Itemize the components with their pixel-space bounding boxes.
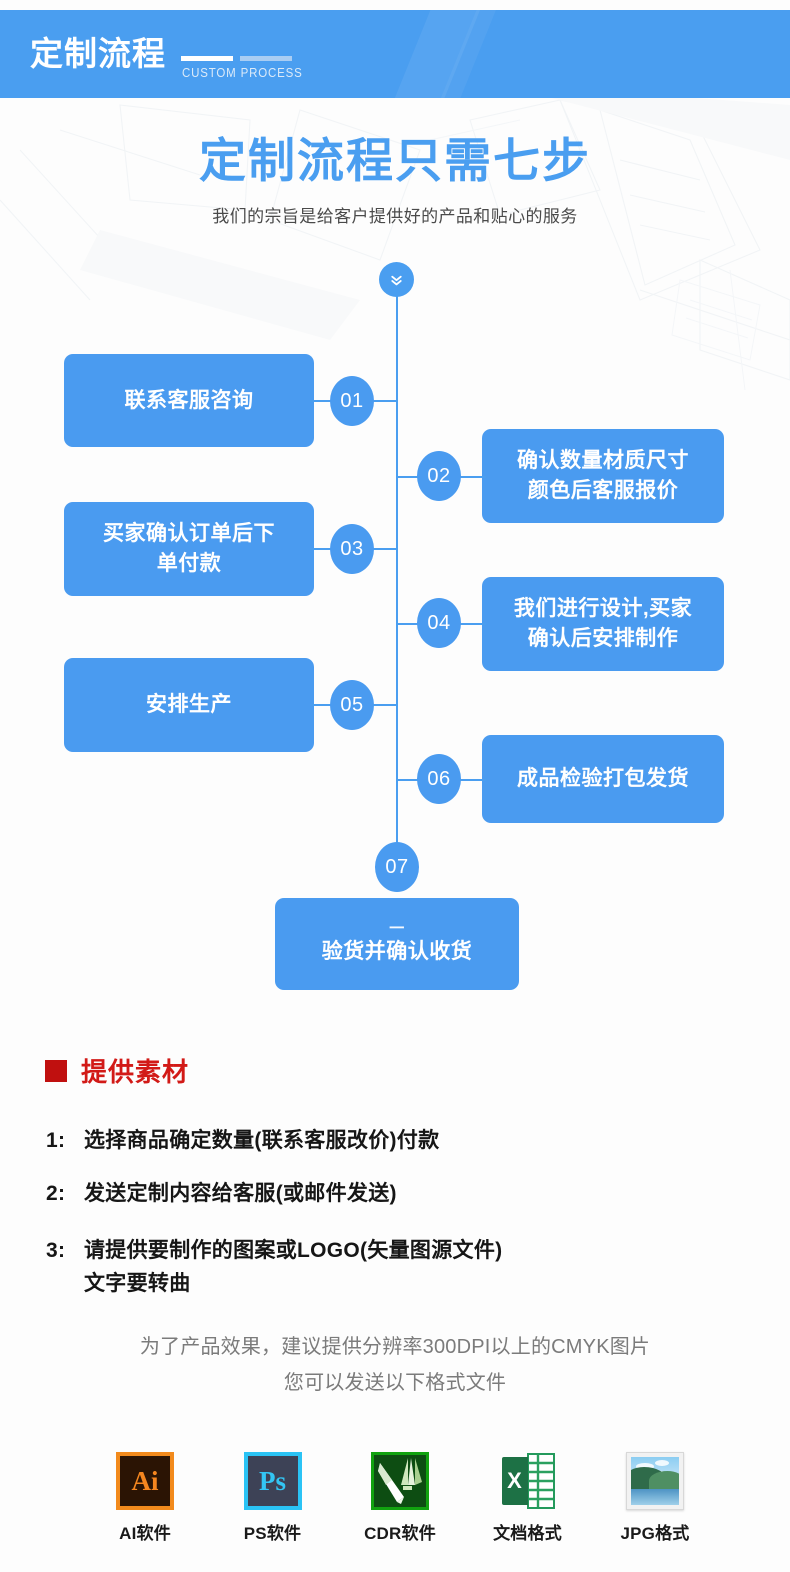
materials-item-3-text-line2: 文字要转曲 [84, 1272, 191, 1295]
flow-number-06: 06 [417, 754, 461, 804]
materials-note-line2: 您可以发送以下格式文件 [283, 1372, 507, 1394]
photoshop-icon-glyph: Ps [247, 1456, 298, 1506]
format-label-ai: AI软件 [119, 1524, 171, 1543]
flow-box-03: 买家确认订单后下 单付款 [64, 502, 314, 596]
format-label-jpg: JPG格式 [620, 1524, 690, 1543]
flow-spine [396, 292, 398, 867]
page-title: 定制流程只需七步 [199, 134, 591, 187]
flow-number-05-label: 05 [340, 693, 364, 716]
flow-number-01-label: 01 [340, 389, 364, 412]
format-label-ps: PS软件 [243, 1524, 302, 1543]
flow-box-07-line1: 一 [389, 920, 405, 937]
format-cell-ps[interactable]: Ps PS软件 [223, 1452, 323, 1544]
flow-box-06: 成品检验打包发货 [482, 735, 724, 823]
flow-box-04-line1: 我们进行设计,买家 [513, 597, 693, 620]
flow-box-07-line2: 验货并确认收货 [321, 940, 473, 963]
banner-subtitle: CUSTOM PROCESS [182, 66, 303, 80]
materials-item-1: 1: 选择商品确定数量(联系客服改价)付款 [46, 1124, 439, 1157]
flow-number-03: 03 [330, 524, 374, 574]
format-cell-cdr[interactable]: CDR软件 [350, 1452, 450, 1544]
materials-note-line1: 为了产品效果，建议提供分辨率300DPI以上的CMYK图片 [139, 1336, 651, 1358]
flow-box-01: 联系客服咨询 [64, 354, 314, 447]
flow-number-04: 04 [417, 598, 461, 648]
materials-heading: 提供素材 [45, 1052, 189, 1089]
flow-box-06-text: 成品检验打包发货 [517, 767, 689, 790]
materials-item-1-text: 选择商品确定数量(联系客服改价)付款 [84, 1129, 440, 1152]
flow-number-02-label: 02 [427, 464, 451, 487]
flow-box-05-text: 安排生产 [146, 693, 232, 716]
format-cell-doc[interactable]: X 文档格式 [478, 1452, 578, 1544]
double-chevron-down-icon [379, 262, 414, 297]
flow-number-03-label: 03 [340, 537, 364, 560]
flow-number-06-label: 06 [427, 767, 451, 790]
materials-item-2: 2: 发送定制内容给客服(或邮件发送) [46, 1177, 397, 1210]
format-cell-jpg[interactable]: JPG格式 [605, 1452, 705, 1544]
format-label-doc: 文档格式 [493, 1524, 562, 1543]
page-banner: 定制流程 CUSTOM PROCESS [0, 10, 790, 98]
page-subtitle: 我们的宗旨是给客户提供好的产品和贴心的服务 [212, 207, 578, 226]
flow-number-07-label: 07 [385, 855, 409, 878]
flow-box-05: 安排生产 [64, 658, 314, 752]
materials-heading-label: 提供素材 [81, 1057, 190, 1087]
jpg-photo-icon [626, 1452, 684, 1510]
materials-item-2-text: 发送定制内容给客服(或邮件发送) [84, 1182, 397, 1205]
flow-box-02-line2: 颜色后客服报价 [527, 479, 679, 502]
materials-item-2-index: 2: [46, 1182, 66, 1205]
coreldraw-icon [371, 1452, 429, 1510]
flow-number-05: 05 [330, 680, 374, 730]
banner-rule-white [181, 56, 233, 61]
materials-item-3-text: 请提供要制作的图案或LOGO(矢量图源文件) [84, 1239, 503, 1262]
supported-formats-row: Ai AI软件 Ps PS软件 [95, 1452, 705, 1544]
process-flowchart: 联系客服咨询 01 确认数量材质尺寸 颜色后客服报价 02 买家确认订单后下 单… [64, 262, 724, 990]
flow-box-03-line2: 单付款 [156, 552, 222, 575]
banner-title: 定制流程 [30, 35, 166, 72]
flow-box-04-line2: 确认后安排制作 [527, 627, 679, 650]
flow-box-02-line1: 确认数量材质尺寸 [517, 449, 689, 472]
flow-box-07: 一 验货并确认收货 [275, 898, 519, 990]
excel-icon: X [499, 1452, 557, 1510]
flow-number-01: 01 [330, 376, 374, 426]
red-square-bullet-icon [45, 1059, 67, 1082]
materials-item-3-index: 3: [46, 1239, 66, 1262]
photoshop-icon: Ps [243, 1452, 302, 1510]
materials-item-3: 3: 请提供要制作的图案或LOGO(矢量图源文件) 文字要转曲 [46, 1234, 502, 1300]
flow-box-03-line1: 买家确认订单后下 [103, 522, 275, 545]
illustrator-icon-glyph: Ai [120, 1456, 170, 1506]
flow-number-04-label: 04 [427, 611, 451, 634]
flow-number-02: 02 [417, 451, 461, 501]
flow-box-02: 确认数量材质尺寸 颜色后客服报价 [482, 429, 724, 523]
banner-rule-light [240, 56, 292, 61]
format-label-cdr: CDR软件 [364, 1524, 436, 1543]
illustrator-icon: Ai [116, 1452, 174, 1510]
excel-icon-glyph: X [501, 1457, 528, 1505]
format-cell-ai[interactable]: Ai AI软件 [95, 1452, 195, 1544]
flow-box-01-text: 联系客服咨询 [124, 388, 254, 412]
materials-item-1-index: 1: [46, 1129, 66, 1152]
flow-number-07: 07 [375, 842, 419, 892]
flow-box-04: 我们进行设计,买家 确认后安排制作 [482, 577, 724, 671]
